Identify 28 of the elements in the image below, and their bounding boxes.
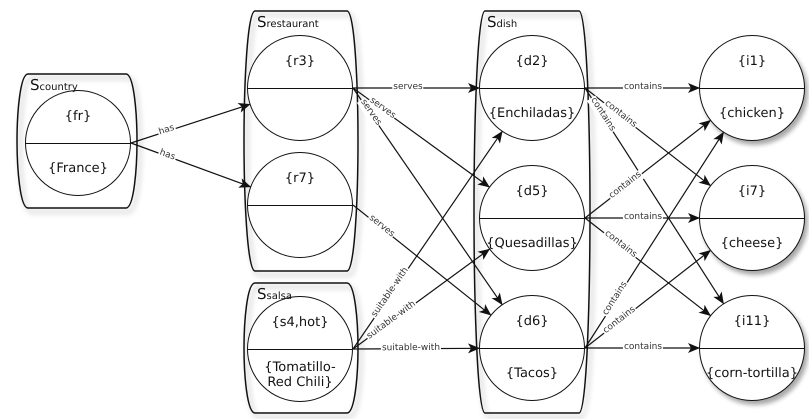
element-value: {Tacos} [506, 366, 558, 382]
element-id: {d5} [515, 184, 549, 200]
element-id: {d2} [515, 54, 549, 70]
set-container [473, 10, 591, 414]
arrow [130, 103, 251, 144]
arrow [130, 142, 252, 188]
element-value: {France} [48, 161, 108, 178]
element-id: {s4,hot} [271, 314, 328, 331]
element-value: {Enchiladas} [488, 106, 576, 122]
element-id: {r3} [284, 54, 316, 70]
element-id: {d6} [515, 314, 549, 330]
arrow [352, 88, 503, 306]
element-id: {i11} [734, 314, 770, 330]
element-value: {corn-tortilla} [706, 366, 798, 382]
set-container [243, 10, 359, 272]
element-circle [699, 295, 805, 401]
set-container [243, 282, 359, 414]
element-value: {chicken} [719, 106, 785, 122]
element-id: {i1} [738, 54, 766, 70]
element-circle [699, 165, 805, 271]
element-id: {i7} [738, 184, 766, 200]
element-id: {r7} [284, 170, 316, 187]
set-container [16, 73, 138, 209]
element-value: {Quesadillas} [486, 236, 578, 252]
element-value: {cheese} [720, 236, 784, 252]
element-value: {Tomatillo-Red Chili} [263, 360, 337, 391]
element-circle [699, 35, 805, 141]
element-id: {fr} [64, 108, 92, 125]
